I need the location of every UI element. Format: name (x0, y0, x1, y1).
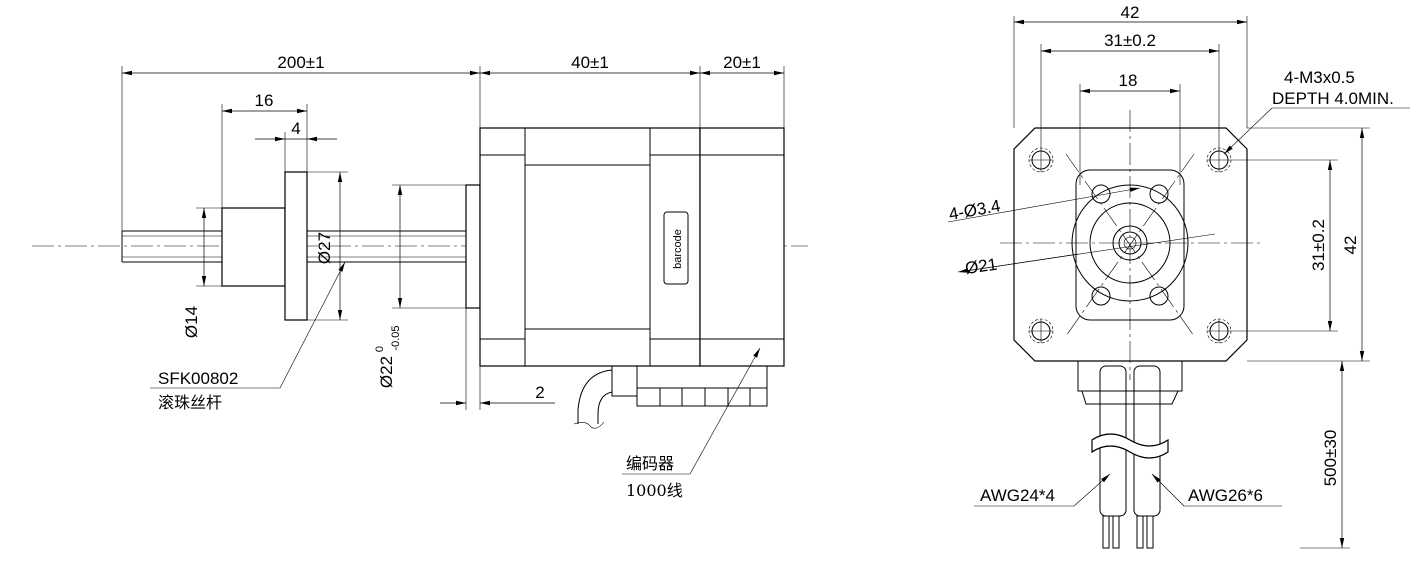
dim-encoder-length: 20±1 (723, 53, 761, 72)
encoder-name: 编码器 (626, 454, 674, 473)
nut-circle-inner (1089, 202, 1171, 284)
pilot-boss (465, 184, 481, 309)
dim-pilot-tol-upper: 0 (374, 346, 386, 352)
nut-flange-outline (1075, 169, 1185, 321)
dim-small-holes: 4-Ø3.4 (947, 196, 1001, 224)
screw-part-number: SFK00802 (158, 369, 238, 388)
thread-depth: DEPTH 4.0MIN. (1272, 89, 1394, 108)
dim-width-top: 42 (1121, 3, 1140, 22)
encoder-connector (573, 365, 768, 429)
cable-awg26: AWG26*6 (1188, 486, 1263, 505)
side-view: barcode 200±1 40±1 20±1 (32, 53, 808, 500)
encoder-body (699, 127, 785, 367)
dim-pilot-tol-lower: -0.05 (390, 325, 402, 350)
dim-circle-diameter: Ø21 (964, 255, 998, 278)
barcode-label-box (663, 211, 689, 285)
dim-height-right: 42 (1341, 236, 1360, 255)
dim-total-length: 200±1 (277, 53, 324, 72)
dim-pilot-height: 2 (535, 383, 544, 402)
dim-flange-thickness: 4 (291, 119, 300, 138)
dim-screw-diameter: Ø14 (182, 306, 201, 338)
thread-note: 4-M3x0.5 (1284, 68, 1355, 87)
screw-name: 滚珠丝杆 (158, 393, 222, 412)
barcode-label: barcode (672, 229, 684, 269)
dim-hole-pitch-right: 31±0.2 (1309, 219, 1328, 271)
encoder-resolution: 1000线 (626, 481, 683, 500)
dim-small-pitch: 18 (1119, 71, 1138, 90)
cable-assembly (1077, 360, 1183, 549)
dim-hole-pitch-top: 31±0.2 (1104, 31, 1156, 50)
front-view: 42 31±0.2 18 42 31±0.2 500±30 4-Ø3.4 Ø21 (947, 3, 1410, 549)
small-holes (1091, 184, 1169, 306)
dim-cable-length: 500±30 (1321, 430, 1340, 487)
dim-nut-length: 16 (255, 91, 274, 110)
nut-flange (284, 171, 308, 321)
dim-pilot-diameter: Ø22 (377, 356, 396, 388)
dim-flange-diameter: Ø27 (315, 232, 334, 264)
cable-awg24: AWG24*4 (980, 486, 1055, 505)
dim-motor-length: 40±1 (571, 53, 609, 72)
motor-body (479, 127, 701, 367)
ball-nut (221, 207, 286, 287)
nut-circle-outer (1071, 184, 1189, 302)
